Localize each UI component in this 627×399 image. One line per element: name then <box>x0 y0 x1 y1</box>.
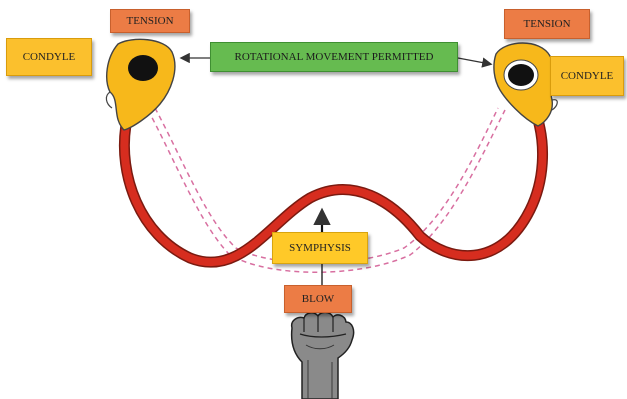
blow-label: BLOW <box>284 285 352 313</box>
condyle-left-label: CONDYLE <box>6 38 92 76</box>
symphysis-label: SYMPHYSIS <box>272 232 368 264</box>
dashed-outline-inner <box>154 107 499 264</box>
dashed-outline-outer <box>147 109 506 273</box>
right-condyle-head <box>508 64 534 86</box>
condyle-right-label: CONDYLE <box>550 56 624 96</box>
left-condyle-shape <box>105 38 176 131</box>
right-condyle-shape <box>493 42 558 127</box>
rotational-movement-label: ROTATIONAL MOVEMENT PERMITTED <box>210 42 458 72</box>
raised-fist-icon <box>290 311 355 399</box>
tension-left-label: TENSION <box>110 9 190 33</box>
left-condyle-head <box>128 55 158 81</box>
tension-right-label: TENSION <box>504 9 590 39</box>
rotation-arrow-right <box>457 57 493 68</box>
